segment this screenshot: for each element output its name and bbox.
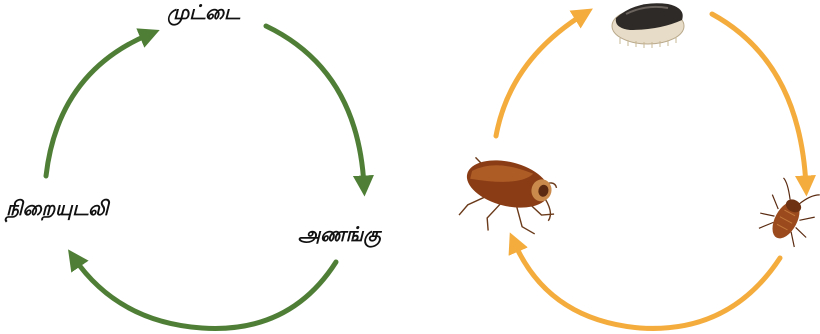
cockroach-ootheca-image [612,3,684,48]
arrow-nymph-image-to-adult-image [514,242,780,328]
arrow-adult-image-to-egg-image [496,14,584,136]
arrow-nymph-to-adult [74,258,336,328]
arrow-adult-to-egg [46,34,150,176]
adult-cockroach-image [455,152,564,245]
cockroach-nymph-image [754,174,820,250]
arrow-egg-to-nymph [266,26,364,186]
arrow-egg-image-to-nymph-image [712,14,806,186]
text-cycle-arrows [46,26,364,328]
image-cycle-arrows [496,14,806,328]
